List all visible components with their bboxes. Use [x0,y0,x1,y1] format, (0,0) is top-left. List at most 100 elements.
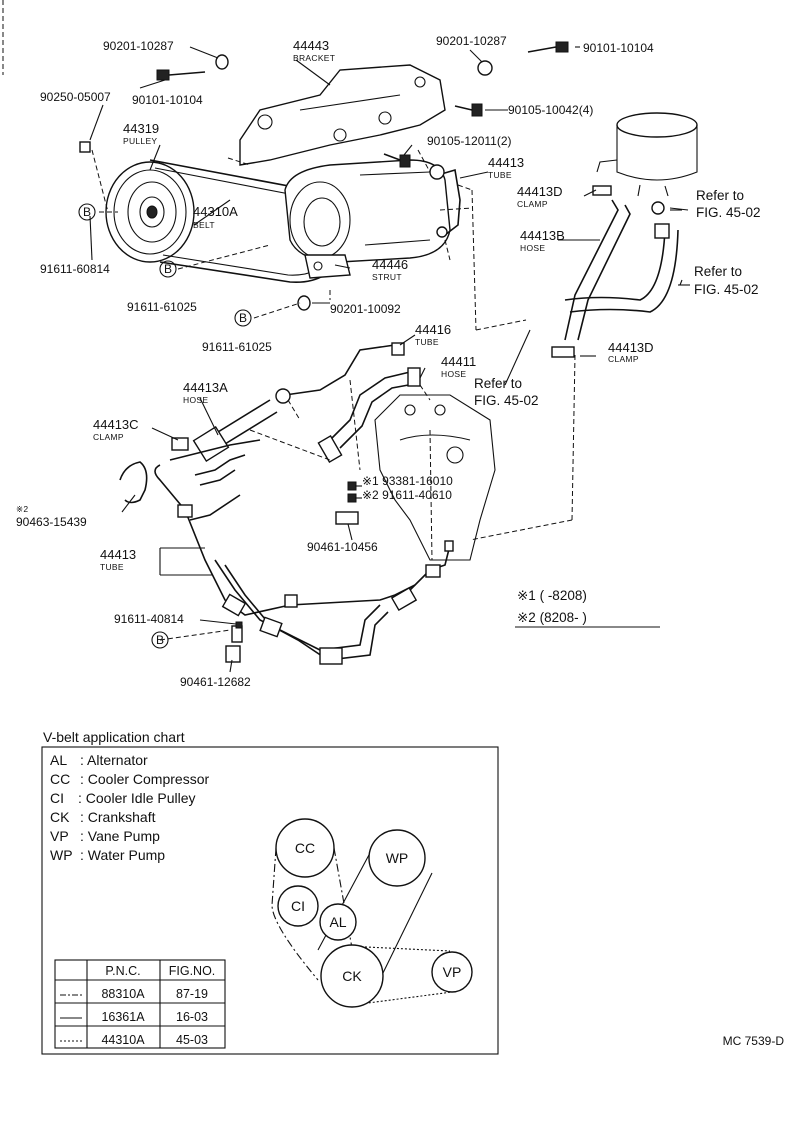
chart-legend: AL : Alternator CC : Cooler Compressor C… [50,752,209,863]
legend-desc-ck: : Crankshaft [80,809,156,825]
label-44310A: 44310A [193,204,238,219]
legend-desc-cc: : Cooler Compressor [80,771,209,787]
refer-to-2-line2: FIG. 45-02 [694,282,759,297]
clamp-44413D-a [592,185,612,196]
pulley-ci-label: CI [291,898,305,914]
legend-code-wp: WP [50,847,73,863]
pulley-cc-label: CC [295,840,315,856]
reservoir-tank [596,112,698,197]
label-44411-sub: HOSE [441,369,466,379]
pulley-ck [320,944,384,1008]
figure-code: MC 7539-D [723,1034,785,1048]
label-44413C-sub: CLAMP [93,432,124,442]
label-44413-tube-top-sub: TUBE [488,170,512,180]
table-row-3-pnc: 44310A [101,1033,145,1047]
label-44413D-b-sub: CLAMP [608,354,639,364]
strut-44446 [304,254,351,279]
b-marker-3: B [234,309,252,327]
label-44416: 44416 [415,322,451,337]
label-90105-10042: 90105-10042(4) [508,103,593,117]
legend-desc-al: : Alternator [80,752,148,768]
legend-code-vp: VP [50,828,69,844]
pulley-wp-label: WP [386,850,409,866]
legend-code-al: AL [50,752,67,768]
pulley-al-label: AL [329,914,346,930]
clamp-90461-12682 [225,625,243,663]
label-44446: 44446 [372,257,408,272]
legend-desc-wp: : Water Pump [80,847,165,863]
hose-44413B [564,199,679,341]
label-90201-10092: 90201-10092 [330,302,401,316]
hose-44413A [192,388,291,463]
refer-to-2-line1: Refer to [694,264,742,279]
b-marker-label: B [239,311,247,325]
label-44411: 44411 [441,354,476,369]
note-2: ※2 (8208- ) [517,610,587,625]
table-row-3-fig: 45-03 [176,1033,208,1047]
legend-code-cc: CC [50,771,70,787]
label-90461-10456: 90461-10456 [307,540,378,554]
label-44413-tube-top: 44413 [488,155,524,170]
clamp-90461-10456 [335,511,359,525]
label-91611-61025-b: 91611-61025 [202,340,272,354]
legend-desc-ci: : Cooler Idle Pulley [78,790,196,806]
table-row-1-pnc: 88310A [101,987,145,1001]
label-91611-40814: 91611-40814 [114,612,184,626]
table-row-2-fig: 16-03 [176,1010,208,1024]
b-marker-1: B [78,203,96,221]
label-44413D-b: 44413D [608,340,654,355]
b-marker-label: B [164,262,172,276]
label-44446-sub: STRUT [372,272,402,282]
refer-to-1-line2: FIG. 45-02 [696,205,761,220]
chart-title: V-belt application chart [43,729,185,745]
bolt-90101-10104-a [156,69,206,81]
label-44413C: 44413C [93,417,139,432]
pulley-44319 [105,161,195,263]
clamp-44413D-b [551,346,575,358]
b-marker-2: B [159,260,177,278]
label-91611-60814: 91611-60814 [40,262,110,276]
table-header-fig: FIG.NO. [169,964,216,978]
table-header-pnc: P.N.C. [105,964,140,978]
b-marker-4: B [151,631,169,649]
note-1: ※1 ( -8208) [517,588,587,603]
pulley-ci [277,885,319,927]
nut-90201-10287-b [477,60,493,76]
label-44413-tube-low-sub: TUBE [100,562,124,572]
bolt-90105-12011 [383,153,411,168]
label-90463-15439-mark: ※2 [16,504,28,514]
engine-block [374,394,496,561]
label-90463-15439: 90463-15439 [16,515,87,529]
label-90201-10287-b: 90201-10287 [436,34,507,48]
legend-code-ck: CK [50,809,70,825]
nut-90201-10287-a [215,54,229,70]
legend-desc-vp: : Vane Pump [80,828,160,844]
pulley-al [319,903,357,941]
pulley-wp [368,829,426,887]
clamp-44413C [171,437,189,451]
label-44416-sub: TUBE [415,337,439,347]
refer-to-3-line2: FIG. 45-02 [474,393,539,408]
label-90461-12682: 90461-12682 [180,675,251,689]
solid-leaders [89,46,690,673]
refer-to-1-line1: Refer to [696,188,744,203]
tube-44413-top [429,164,461,238]
clip-90463-15439 [119,461,148,504]
label-44443-sub: BRACKET [293,53,335,63]
label-44443: 44443 [293,38,329,53]
pulley-ck-label: CK [342,968,362,984]
bolt-90101-10104-b [527,41,569,53]
label-93381-16010: ※1 93381-16010 [362,474,453,488]
pnc-table: P.N.C. FIG.NO. 88310A 87-19 16361A 16-03… [54,959,226,1049]
label-91611-40610: ※2 91611-40610 [362,488,452,502]
label-44413D-a-sub: CLAMP [517,199,548,209]
label-90201-10287-a: 90201-10287 [103,39,174,53]
pin-90250-05007 [79,141,91,153]
hose-44411 [317,367,421,463]
label-44413A-sub: HOSE [183,395,208,405]
pulley-vp-label: VP [443,964,462,980]
washer-90201-10092 [297,295,311,311]
label-90105-12011: 90105-12011(2) [427,134,512,148]
